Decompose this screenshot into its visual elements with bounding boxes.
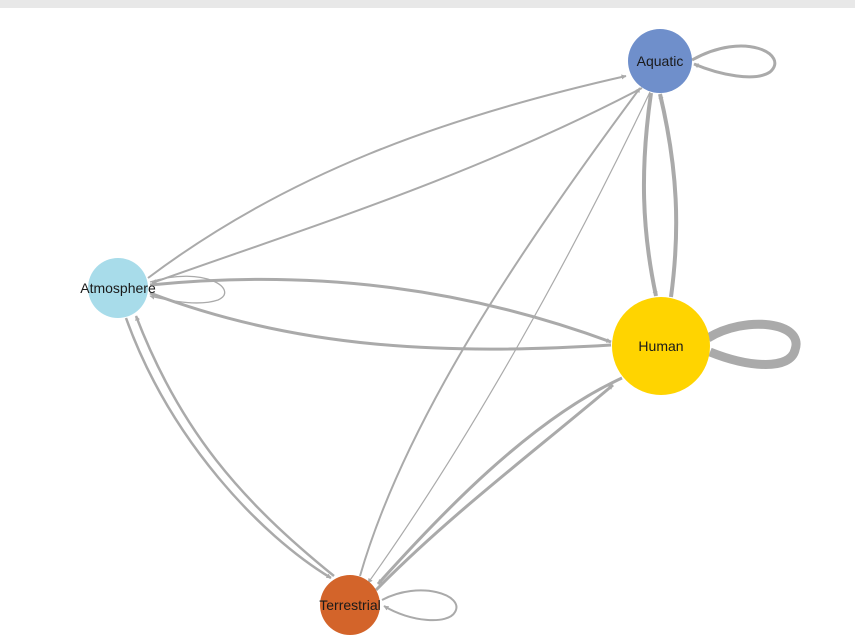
node-human-circle [612,297,710,395]
edge-aquatic-to-human [641,92,658,297]
node-atmosphere-label: Atmosphere [80,280,156,296]
node-terrestrial-label: Terrestrial [319,597,380,613]
edge-aquatic-to-terrestrial [367,91,651,584]
edge-terrestrial-to-terrestrial [381,589,458,622]
edge-aquatic-to-aquatic [691,44,777,79]
edge-terrestrial-to-human [374,383,614,592]
node-human: Human [612,297,710,395]
top-bar [0,0,855,8]
edge-human-to-terrestrial [376,376,623,586]
edge-terrestrial-to-atmosphere [134,315,335,577]
node-human-label: Human [638,338,683,354]
edge-aquatic-to-atmosphere [151,87,643,284]
edge-atmosphere-to-aquatic [147,74,627,279]
edge-human-to-human [705,319,801,369]
edge-atmosphere-to-human [149,277,612,344]
node-atmosphere: Atmosphere [80,258,156,318]
edges-layer [124,44,801,622]
node-aquatic: Aquatic [628,29,692,93]
node-atmosphere-circle [88,258,148,318]
node-terrestrial-circle [320,575,380,635]
edge-terrestrial-to-aquatic [359,87,641,577]
edge-human-to-aquatic [658,93,679,298]
edge-human-to-atmosphere [149,291,612,351]
node-aquatic-label: Aquatic [637,53,684,69]
node-terrestrial: Terrestrial [319,575,381,635]
node-aquatic-circle [628,29,692,93]
edge-atmosphere-to-terrestrial [124,317,332,580]
